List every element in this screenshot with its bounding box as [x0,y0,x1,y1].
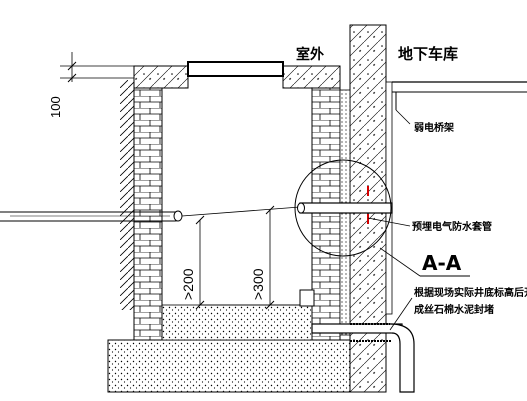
drain-elbow-box [299,289,315,307]
label-embedded-sleeve: 预埋电气防水套管 [412,220,492,233]
dimension-depth-right: >300 [250,268,266,300]
dimension-cover-thickness: 100 [48,96,63,118]
brick-wall-left [133,87,163,341]
label-section-mark: A-A [422,251,462,275]
label-note-line1: 根据现场实际井底标高后开孔 [414,286,527,299]
label-garage: 地下车库 [398,45,458,63]
cover-slab-right [282,65,341,89]
drain-pipe-bend [389,323,415,393]
foundation-slab [107,339,354,393]
gravel-layer [161,304,313,341]
cover-slab-left [133,65,189,89]
label-note-line2: 成丝石棉水泥封堵 [414,303,494,316]
drain-pipe-horizontal [311,323,403,334]
label-outdoor: 室外 [296,46,324,63]
manhole-cover [187,61,284,77]
label-weak-current-bracket: 弱电桥架 [414,121,454,134]
pipe-sleeve [299,202,393,214]
basement-inner-wall [385,81,393,315]
brick-wall-right [311,87,341,341]
dimension-depth-left: >200 [180,268,196,300]
detail-circle [294,159,392,257]
earth-fill-left [120,80,134,310]
